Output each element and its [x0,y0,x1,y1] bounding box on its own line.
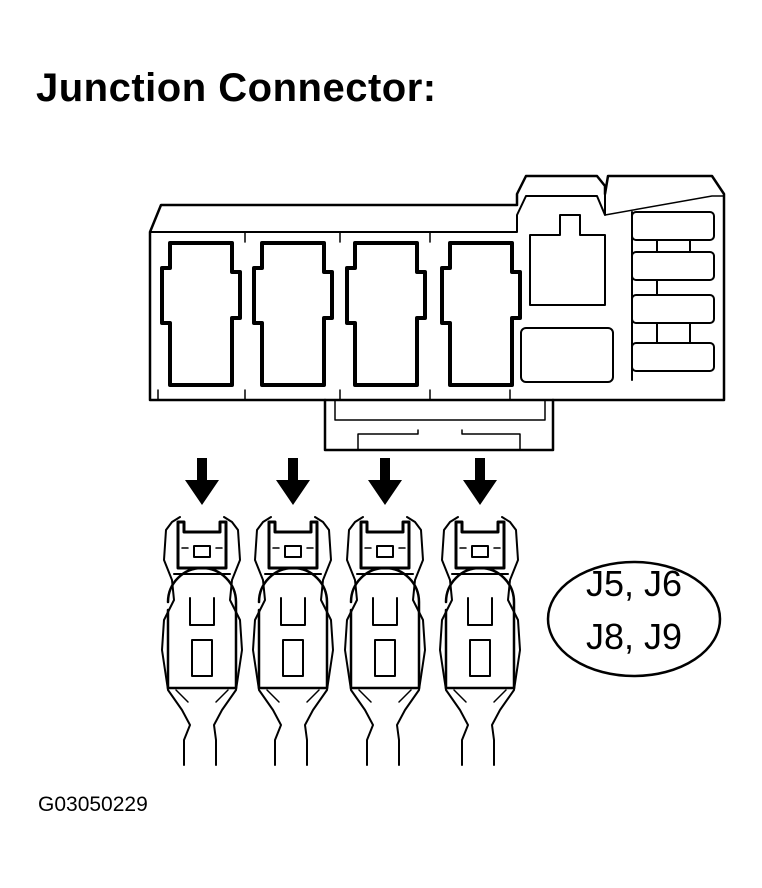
terminals [161,516,521,766]
arrow-2 [276,458,310,505]
latch-blocks [631,211,715,381]
connector-id-line-1: J5, J6 [586,563,682,604]
arrow-4 [463,458,497,505]
housing-lower-tab-inner [334,399,546,421]
arrow-1 [185,458,219,505]
housing-top-edge [149,193,606,233]
housing-lower-tab [323,398,555,452]
terminal-3 [344,516,426,766]
figure-code: G03050229 [38,793,148,816]
terminal-cavity-4 [440,241,522,387]
connector-id-line-2: J8, J9 [586,616,682,657]
terminal-cavity-2 [252,241,334,387]
terminal-cavity-1 [160,241,242,387]
arrow-3 [368,458,402,505]
small-cavity [529,214,606,306]
lower-cavity [520,327,614,383]
terminal-4 [439,516,521,766]
terminal-1 [161,516,243,766]
insertion-arrows [185,458,497,505]
connector-id-oval [546,560,722,678]
housing-outline [148,174,726,402]
connector-housing [148,174,726,452]
housing-notches [157,231,511,401]
diagram-title: Junction Connector: [36,66,437,110]
terminal-2 [252,516,334,766]
terminal-cavity-3 [345,241,427,387]
terminal-cavities [160,241,522,387]
housing-lower-tab-step [357,429,521,451]
housing-right-top-edge [604,195,725,216]
